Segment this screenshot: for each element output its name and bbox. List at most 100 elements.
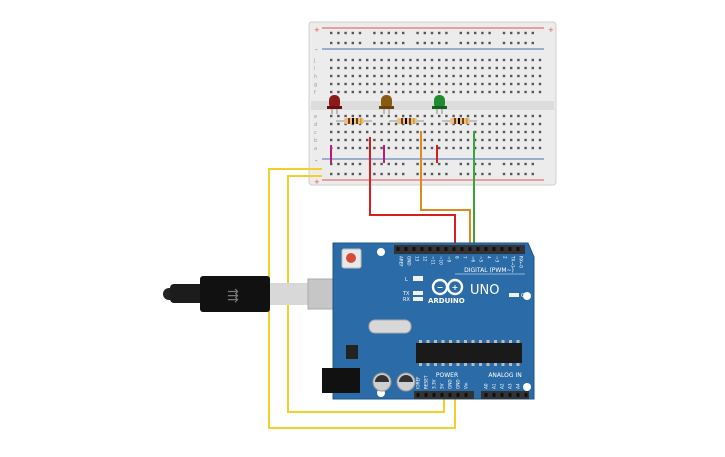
breadboard-hole [531, 122, 534, 126]
breadboard-hole [524, 66, 527, 70]
breadboard-hole [373, 122, 376, 126]
breadboard-hole [423, 114, 426, 118]
rail-hole [466, 31, 470, 35]
breadboard-hole [416, 114, 419, 118]
red-signal-wire[interactable] [369, 137, 456, 252]
power-pin-socket[interactable] [432, 393, 436, 397]
rail-hole [531, 172, 534, 176]
power-pin-socket[interactable] [456, 393, 460, 397]
digital-pin-socket[interactable] [396, 247, 400, 251]
breadboard-hole [459, 146, 462, 150]
resistor-2[interactable] [389, 118, 424, 124]
resistor-band [401, 118, 403, 124]
analog-pin-socket[interactable] [508, 393, 512, 397]
breadboard-hole [481, 138, 484, 142]
green-led[interactable] [432, 95, 447, 114]
digital-pin-socket[interactable] [452, 247, 456, 251]
ground-yellow-wire[interactable] [268, 168, 456, 429]
digital-pin-socket[interactable] [428, 247, 432, 251]
breadboard-hole [344, 122, 347, 126]
dc-power-jack[interactable] [322, 368, 360, 393]
analog-pin-socket[interactable] [484, 393, 488, 397]
analog-pin-socket[interactable] [524, 393, 528, 397]
breadboard-hole [366, 130, 369, 134]
green-led-body [434, 95, 445, 109]
digital-pin-socket[interactable] [500, 247, 504, 251]
reset-button-cap[interactable] [346, 253, 356, 263]
row-letter: b [314, 138, 317, 144]
digital-pin-label: AREF [399, 256, 404, 267]
breadboard-hole [423, 130, 426, 134]
breadboard-hole [344, 114, 347, 118]
digital-pin-socket[interactable] [436, 247, 440, 251]
rail-hole [358, 172, 362, 176]
power-pin-socket[interactable] [440, 393, 444, 397]
analog-pin-label: A4 [516, 383, 521, 389]
digital-pin-socket[interactable] [476, 247, 480, 251]
rail-hole [524, 31, 527, 35]
rail-hole [438, 172, 441, 176]
rail-hole [402, 41, 405, 45]
usb-cable[interactable]: ⇶ [163, 276, 349, 312]
breadboard-hole [337, 138, 340, 142]
breadboard-hole [474, 138, 477, 142]
digital-pin-socket[interactable] [516, 247, 520, 251]
power-pin-socket[interactable] [424, 393, 428, 397]
rail-hole [488, 41, 491, 45]
row-letters: j i h g f e d c b a [313, 58, 317, 152]
breadboard-hole [430, 58, 434, 62]
breadboard[interactable]: + + - - + j i h g f e d c b a [308, 21, 557, 186]
breadboard-hole [394, 122, 398, 126]
rail-hole [337, 41, 340, 45]
rail-hole [416, 172, 419, 176]
analog-pin-socket[interactable] [516, 393, 520, 397]
analog-pin-label: A5 [524, 383, 529, 389]
row-letter: j [313, 58, 315, 64]
breadboard-hole [380, 146, 383, 150]
digital-pin-socket[interactable] [404, 247, 408, 251]
power-pin-socket[interactable] [464, 393, 468, 397]
digital-pin-socket[interactable] [420, 247, 424, 251]
rail-hole [430, 41, 434, 45]
resistor-3[interactable] [442, 118, 477, 124]
breadboard-hole [517, 138, 520, 142]
breadboard-hole [445, 122, 448, 126]
red-led[interactable] [327, 95, 342, 114]
breadboard-hole [387, 82, 390, 86]
power-pin-socket[interactable] [416, 393, 420, 397]
power-yellow-wire[interactable] [287, 175, 445, 413]
rail-hole [430, 31, 434, 35]
rail-hole [387, 31, 390, 35]
breadboard-hole [373, 146, 376, 150]
breadboard-hole [380, 114, 383, 118]
resistor-1[interactable] [336, 118, 372, 124]
analog-pin-socket[interactable] [500, 393, 504, 397]
digital-pin-socket[interactable] [508, 247, 512, 251]
breadboard-hole [531, 58, 534, 62]
digital-pin-socket[interactable] [460, 247, 464, 251]
digital-pin-socket[interactable] [492, 247, 496, 251]
breadboard-hole [510, 82, 513, 86]
breadboard-hole [337, 90, 340, 94]
breadboard-hole [481, 58, 484, 62]
rail-hole [510, 162, 513, 166]
digital-pin-socket[interactable] [484, 247, 488, 251]
breadboard-hole [330, 74, 333, 78]
breadboard-hole [380, 90, 383, 94]
orange-signal-wire[interactable] [420, 131, 471, 252]
digital-pin-socket[interactable] [412, 247, 416, 251]
row-letter: a [314, 146, 317, 152]
power-pin-socket[interactable] [448, 393, 452, 397]
breadboard-hole [337, 58, 340, 62]
digital-pin-socket[interactable] [468, 247, 472, 251]
tx-label: TX [402, 291, 410, 297]
amber-led[interactable] [379, 95, 394, 114]
digital-pin-socket[interactable] [444, 247, 448, 251]
breadboard-hole [402, 82, 405, 86]
breadboard-hole [531, 130, 534, 134]
breadboard-hole [380, 130, 383, 134]
analog-pin-socket[interactable] [492, 393, 496, 397]
